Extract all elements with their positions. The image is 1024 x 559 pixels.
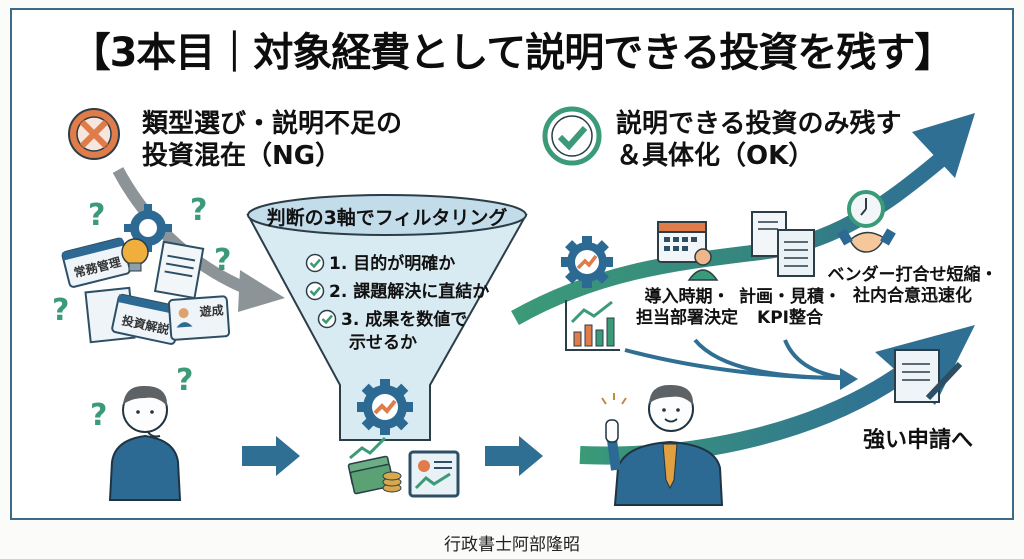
check-circle-icon [542,106,602,166]
documents-icon [751,211,815,277]
funnel-gear-icon [357,379,413,435]
x-circle-icon [68,108,120,160]
funnel-title: 判断の3軸でフィルタリング [266,207,508,229]
step-arrow-2 [485,436,543,476]
report-chart-icon [408,450,460,498]
criterion-2: 2. 課題解決に直結か [305,281,505,304]
confused-gear-icon [124,204,172,252]
check-icon [305,281,325,301]
funnel-criteria: 1. 目的が明確か 2. 課題解決に直結か 3. 成果を数値で 示せるか [305,253,505,355]
check-icon [305,253,325,273]
ng-heading-line1: 類型選び・説明不足の [142,109,403,139]
svg-text:?: ? [88,198,105,233]
ng-heading: 類型選び・説明不足の 投資混在（NG） [142,108,402,172]
ok-heading: 説明できる投資のみ残す ＆具体化（OK） [616,108,901,172]
calendar-person-icon [657,221,719,281]
result-label: 強い申請へ [863,428,974,453]
confused-person [108,385,182,501]
svg-text:遊成: 遊成 [199,302,224,319]
growth-gear-icon [561,236,613,288]
converging-arrowhead [840,368,858,390]
svg-text:?: ? [176,363,193,398]
step-arrow-1 [242,436,300,476]
ok-heading-line1: 説明できる投資のみ残す [616,109,902,139]
svg-text:?: ? [214,243,231,278]
bar-chart-icon [565,300,620,351]
ok-heading-line2: ＆具体化（OK） [616,141,815,171]
ng-heading-line2: 投資混在（NG） [142,141,342,171]
criterion-1: 1. 目的が明確か [305,253,505,276]
scattered-documents: 常務管理 投資解説 遊成 [61,204,231,345]
lightbulb-icon [121,238,149,272]
clock-handshake-icon [837,190,896,253]
application-document-icon [894,349,963,403]
svg-text:?: ? [190,193,207,228]
pen-icon [925,361,963,401]
svg-text:?: ? [90,398,107,433]
step-label-1: 導入時期・ 担当部署決定 [636,287,738,328]
converging-arrows [624,338,846,380]
check-icon [317,309,337,329]
criterion-3-line2: 示せるか [349,333,417,353]
criterion-3-line1: 3. 成果を数値で [341,310,468,330]
step-label-3: ベンダー打合せ短縮・ 社内合意迅速化 [827,265,998,306]
svg-text:?: ? [52,293,69,328]
step-label-2: 計画・見積・ KPI整合 [739,287,841,328]
page-title: 【3本目｜対象経費として説明できる投資を残す】 [70,30,955,76]
explaining-businessman [601,384,724,506]
author-footer: 行政書士阿部隆昭 [444,535,580,555]
question-marks: ? ? ? ? ? ? [52,193,231,433]
money-coins-icon [347,436,402,495]
criterion-3: 3. 成果を数値で 示せるか [317,309,505,355]
